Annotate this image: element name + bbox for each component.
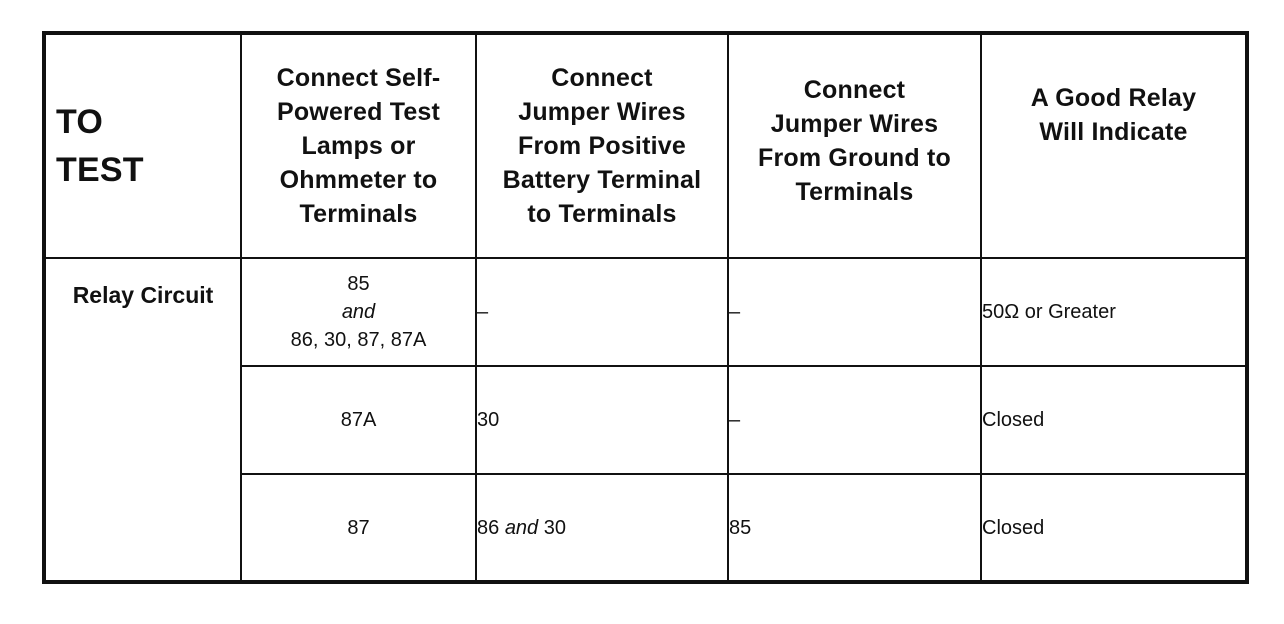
table-row: 87A 30 – Closed	[44, 365, 1248, 475]
relay-test-table: TO TEST Connect Self- Powered Test Lamps…	[42, 31, 1249, 584]
ground-header-line-3: From Ground to	[757, 144, 952, 172]
positive-jumper-header: Connect Jumper Wires From Positive Batte…	[475, 32, 729, 259]
ground-header-line-4: Terminals	[795, 178, 914, 206]
to-test-line-1: TO	[56, 103, 104, 141]
ground-cell: 85	[727, 473, 982, 583]
relay-circuit-cell: Relay Circuit	[43, 257, 242, 583]
table-row: Relay Circuit 85 and 86, 30, 87, 87A – –…	[43, 257, 1248, 583]
positive-cell: 86 and 30	[475, 473, 729, 583]
indicate-header-line-1: A Good Relay	[1030, 84, 1197, 112]
ohmmeter-and: and	[341, 301, 376, 323]
positive-and: and	[504, 516, 539, 539]
positive-cell: 30	[475, 365, 729, 475]
positive-header-line-3: From Positive	[518, 132, 686, 160]
ground-cell: –	[727, 257, 982, 367]
ohmmeter-header-line-1: Connect Self-	[276, 64, 441, 92]
ground-cell: –	[727, 365, 982, 475]
to-test-line-2: TEST	[56, 151, 144, 189]
positive-header-line-4: Battery Terminal	[502, 166, 702, 194]
ohmmeter-header-line-5: Terminals	[299, 200, 418, 228]
ohmmeter-header: Connect Self- Powered Test Lamps or Ohmm…	[240, 32, 477, 259]
header-row: TO TEST Connect Self- Powered Test Lamps…	[43, 32, 1248, 259]
ohmmeter-cell: 87	[240, 473, 477, 583]
indicate-header-line-2: Will Indicate	[1039, 118, 1188, 146]
ground-header-line-1: Connect	[803, 76, 906, 104]
indicate-cell: 50Ω or Greater	[980, 257, 1248, 367]
indicate-cell: Closed	[980, 365, 1248, 475]
positive-terminal-30: 30	[543, 516, 566, 539]
ohmmeter-cell: 85 and 86, 30, 87, 87A	[240, 257, 477, 367]
to-test-header: TO TEST	[43, 32, 242, 259]
positive-header-line-5: to Terminals	[527, 200, 677, 228]
ohmmeter-cell: 87A	[240, 365, 477, 475]
ohmmeter-header-line-2: Powered Test	[276, 98, 441, 126]
ohmmeter-terminal-85: 85	[347, 273, 370, 295]
ground-jumper-header: Connect Jumper Wires From Ground to Term…	[727, 32, 982, 259]
positive-terminal-86: 86	[477, 516, 500, 539]
ground-header-line-2: Jumper Wires	[770, 110, 939, 138]
good-relay-header: A Good Relay Will Indicate	[980, 32, 1248, 259]
positive-header-line-2: Jumper Wires	[518, 98, 686, 126]
table-row: 87 86 and 30 85 Closed	[44, 473, 1248, 583]
ohmmeter-header-line-3: Lamps or	[301, 132, 416, 160]
positive-header-line-1: Connect	[551, 64, 653, 92]
positive-cell: –	[475, 257, 729, 367]
ohmmeter-header-line-4: Ohmmeter to	[279, 166, 438, 194]
indicate-cell: Closed	[980, 473, 1248, 583]
ohmmeter-terminals-list: 86, 30, 87, 87A	[290, 329, 427, 351]
